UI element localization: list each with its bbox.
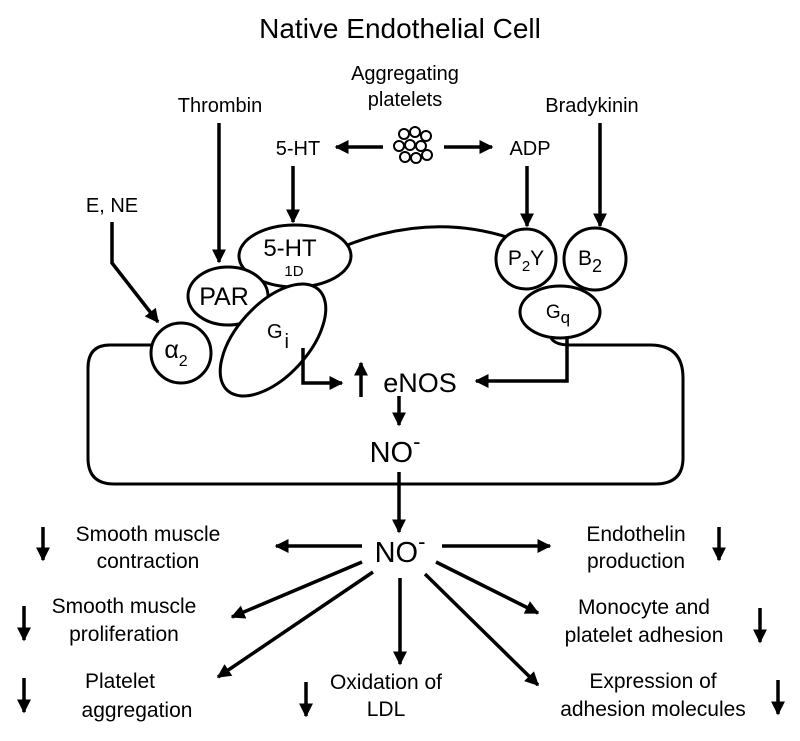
smooth-proliferation-line2: proliferation (69, 623, 179, 646)
receptor-alpha2 (149, 321, 213, 385)
receptor-b2-label: B2 (578, 247, 602, 276)
e-ne-label: E, NE (86, 195, 138, 217)
arrow-to-platelet-aggregation (216, 570, 374, 679)
g-protein-gi (218, 282, 328, 398)
endothelin-line2: production (587, 550, 685, 573)
adp-label: ADP (509, 138, 550, 160)
oxidation-line1: Oxidation of (330, 671, 442, 694)
arrow-e-ne (110, 222, 160, 324)
platelets-label: platelets (368, 89, 443, 111)
g-protein-gq-label: Gq (546, 302, 570, 327)
receptor-alpha2-label: α2 (164, 336, 187, 370)
endothelin-line1: Endothelin (586, 523, 685, 546)
arrow-to-expression (423, 572, 540, 687)
arrow-to-monocyte (435, 560, 540, 615)
receptor-par-label: PAR (199, 283, 249, 311)
oxidation-line2: LDL (367, 698, 406, 721)
no-inside-label: NO- (370, 429, 421, 469)
smooth-proliferation-line1: Smooth muscle (52, 595, 197, 618)
expression-line1: Expression of (589, 670, 716, 693)
platelet-aggregation-line1: Platelet (85, 670, 155, 693)
arrow-to-smooth-proliferation (230, 560, 363, 619)
receptor-b2 (562, 226, 628, 292)
receptor-p2y-label: P2Y (508, 247, 544, 275)
platelet-aggregation-line2: aggregation (82, 699, 193, 722)
smooth-contraction-line2: contraction (97, 550, 200, 573)
bradykinin-label: Bradykinin (545, 95, 638, 117)
receptor-5ht1d-label: 5-HT (263, 235, 317, 262)
thrombin-label: Thrombin (178, 95, 262, 117)
page-title: Native Endothelial Cell (259, 13, 541, 44)
receptor-5ht1d-subscript: 1D (284, 263, 303, 280)
arrow-gq-to-enos (474, 338, 569, 388)
receptor-p2y (494, 227, 558, 291)
g-protein-gq (518, 284, 602, 340)
serotonin-label: 5-HT (276, 138, 320, 160)
monocyte-line1: Monocyte and (578, 596, 710, 619)
cell-membrane (86, 225, 685, 486)
no-center-label: NO- (375, 529, 426, 569)
arrow-gi-to-enos (301, 348, 344, 390)
expression-line2: adhesion molecules (560, 698, 746, 721)
platelet-cluster-icon (393, 126, 433, 164)
monocyte-line2: platelet adhesion (565, 624, 724, 647)
smooth-contraction-line1: Smooth muscle (76, 523, 221, 546)
aggregating-label: Aggregating (351, 63, 459, 85)
enos-label: eNOS (383, 368, 457, 398)
